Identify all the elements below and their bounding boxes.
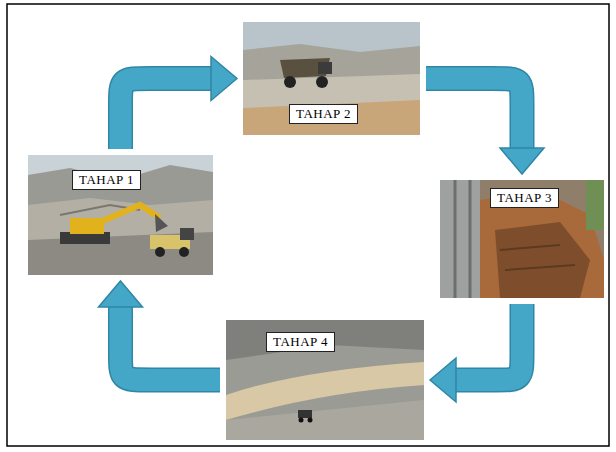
cycle-arrow bbox=[426, 79, 544, 175]
arrow-shaft-outline bbox=[455, 304, 522, 380]
arrow-head bbox=[500, 148, 544, 174]
arrow-shaft bbox=[121, 79, 213, 150]
stage-label: TAHAP 2 bbox=[289, 104, 358, 124]
plant-photo bbox=[440, 180, 604, 298]
arrow-shaft-outline bbox=[426, 79, 522, 150]
cycle-arrow bbox=[430, 304, 522, 402]
excavator-photo bbox=[28, 155, 213, 275]
arrow-head bbox=[430, 358, 456, 402]
arrow-head bbox=[99, 281, 143, 307]
frame-border bbox=[7, 4, 609, 446]
haul-road-photo bbox=[226, 320, 424, 440]
cycle-arrow bbox=[99, 281, 221, 380]
dump-truck-photo bbox=[243, 22, 420, 135]
stage-panel: TAHAP 3 bbox=[440, 180, 604, 298]
arrow-shaft bbox=[426, 79, 522, 150]
stage-label: TAHAP 4 bbox=[266, 332, 335, 352]
stage-label: TAHAP 1 bbox=[72, 170, 141, 190]
cycle-arrow bbox=[121, 57, 238, 150]
arrow-head bbox=[211, 57, 237, 101]
stage-panel: TAHAP 2 bbox=[243, 22, 420, 135]
arrow-shaft-outline bbox=[121, 306, 221, 380]
stage-panel: TAHAP 1 bbox=[28, 155, 213, 275]
arrow-shaft bbox=[121, 306, 221, 380]
stage-label: TAHAP 3 bbox=[490, 188, 559, 208]
arrow-shaft-outline bbox=[121, 79, 213, 150]
arrow-shaft bbox=[455, 304, 522, 380]
stage-panel: TAHAP 4 bbox=[226, 320, 424, 440]
